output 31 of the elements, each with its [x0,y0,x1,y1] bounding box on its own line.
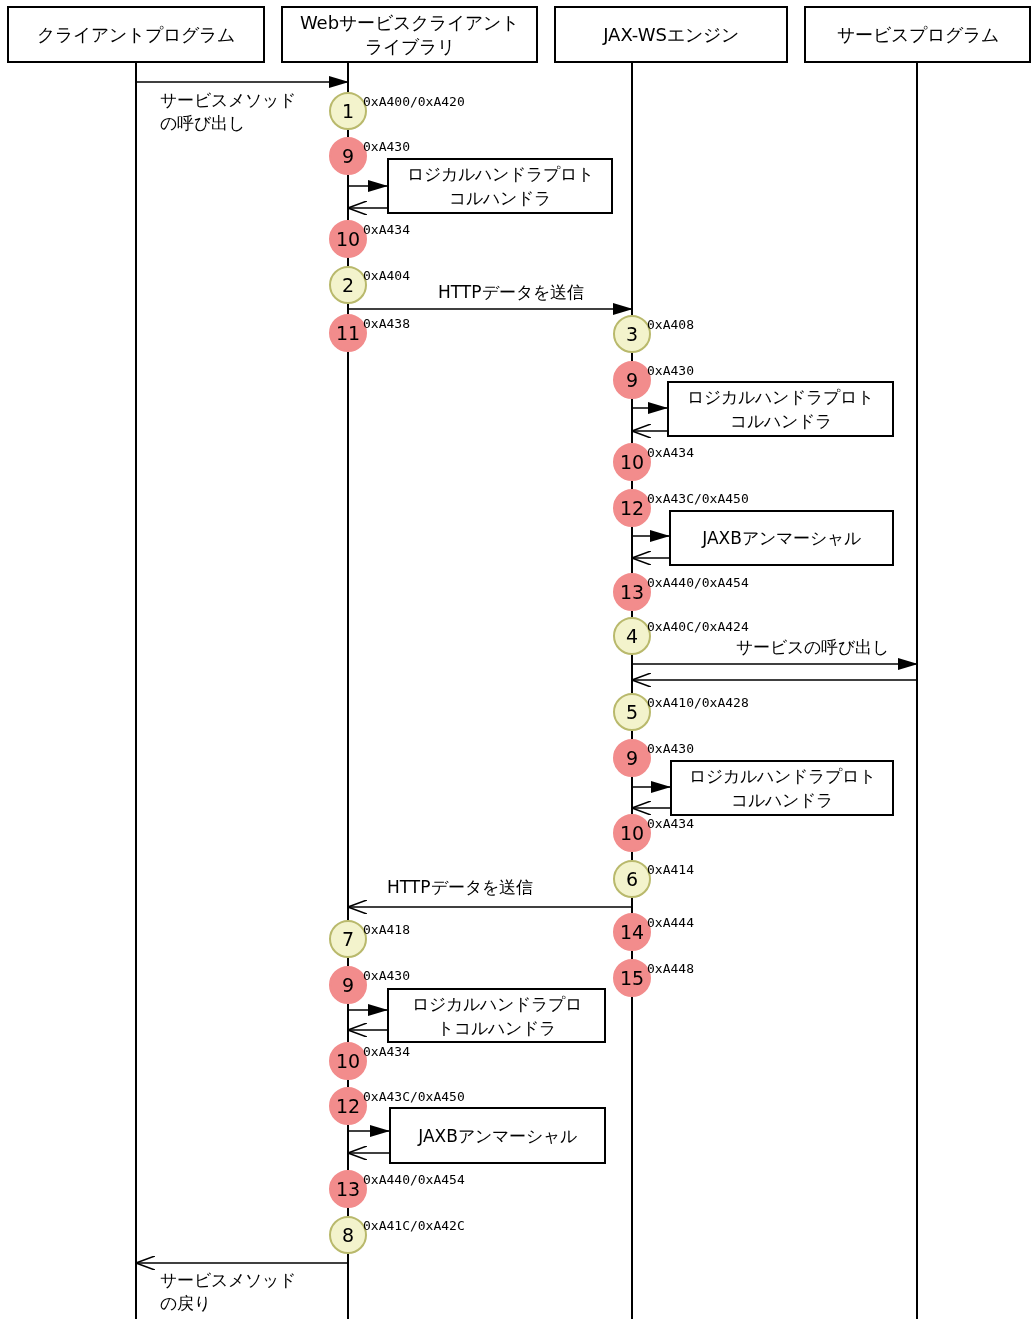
edge-label: サービスの呼び出し [736,636,889,659]
message-arrow [347,180,388,192]
message-arrow [631,800,671,816]
handler-box: ロジカルハンドラプロトコルハンドラ [667,381,894,437]
handler-box: ロジカルハンドラプロトコルハンドラ [670,760,894,816]
message-arrow [347,899,633,915]
lifeline-header: JAX-WSエンジン [554,6,788,63]
message-arrow [135,76,349,88]
message-arrow [347,1125,390,1137]
edge-label: HTTPデータを送信 [438,281,584,304]
handler-box: JAXBアンマーシャル [669,510,894,566]
message-arrow [347,200,388,216]
message-arrow [347,1004,388,1016]
message-arrow [347,1022,388,1038]
message-arrow [347,1145,390,1161]
lifeline-header: サービスプログラム [804,6,1031,63]
message-arrow [631,530,670,542]
edge-label: HTTPデータを送信 [387,876,533,899]
lifeline-header: Webサービスクライアントライブラリ [281,6,538,63]
lifeline-header: クライアントプログラム [7,6,265,63]
message-arrow [347,303,633,315]
handler-box: JAXBアンマーシャル [389,1107,606,1164]
message-arrow [135,1255,349,1271]
handler-box: ロジカルハンドラプロトコルハンドラ [387,158,613,214]
message-arrow [631,402,668,414]
message-arrow [631,550,670,566]
message-arrow [631,423,668,439]
message-arrow [631,658,918,670]
message-arrow [631,781,671,793]
message-arrow [631,672,918,688]
handler-box: ロジカルハンドラプロトコルハンドラ [387,988,606,1043]
